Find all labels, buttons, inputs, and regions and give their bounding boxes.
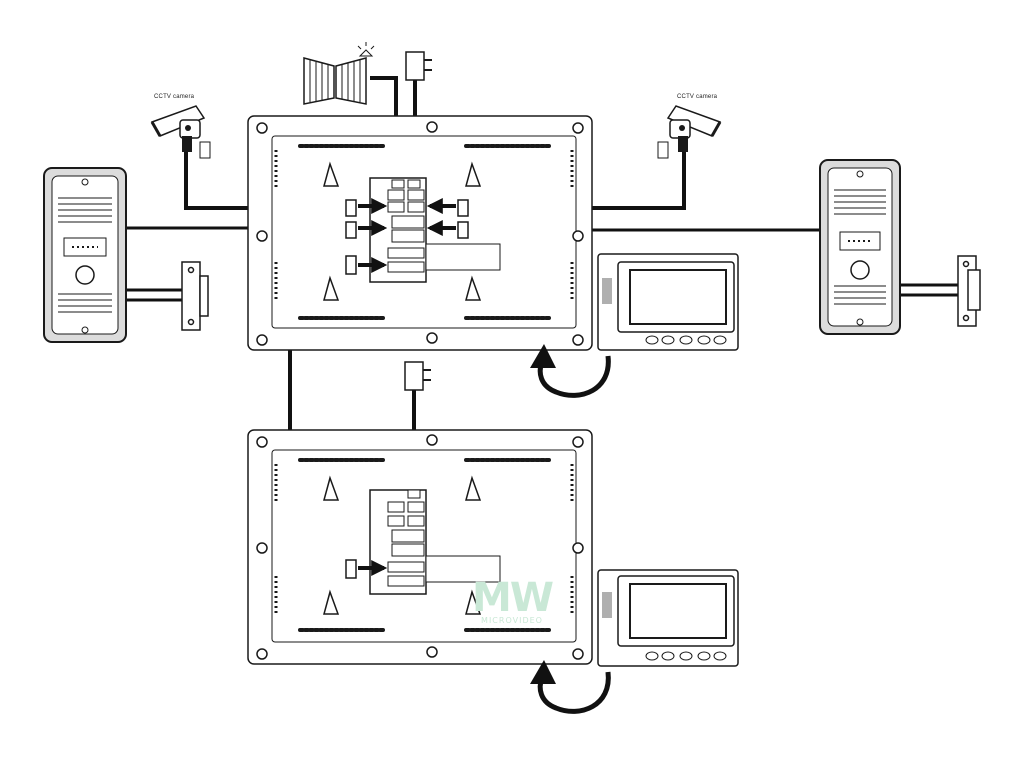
gate-icon xyxy=(303,57,367,105)
electric-lock-icon xyxy=(181,261,209,331)
monitor-icon xyxy=(597,253,739,351)
top-indoor-unit-rear xyxy=(247,115,593,351)
cctv-camera-icon xyxy=(657,105,722,159)
cctv-camera-icon xyxy=(150,105,211,159)
arrow-icon xyxy=(537,671,611,714)
mounting-screw-icon xyxy=(256,434,584,660)
electric-lock-icon xyxy=(957,255,981,327)
alarm-icon xyxy=(357,42,375,57)
arrow-icon xyxy=(537,355,611,398)
cctv-left-label: CCTV camera xyxy=(154,94,195,100)
power-adapter-icon xyxy=(405,51,432,81)
mounting-screw-icon xyxy=(256,121,584,346)
door-station-icon xyxy=(819,159,901,335)
power-adapter-icon xyxy=(404,361,431,391)
arrow-icon xyxy=(530,344,556,368)
cctv-right-label: CCTV camera xyxy=(677,94,718,100)
door-station-icon xyxy=(43,167,127,343)
bottom-indoor-unit-rear xyxy=(247,429,593,665)
monitor-icon xyxy=(597,569,739,667)
arrow-icon xyxy=(530,660,556,684)
